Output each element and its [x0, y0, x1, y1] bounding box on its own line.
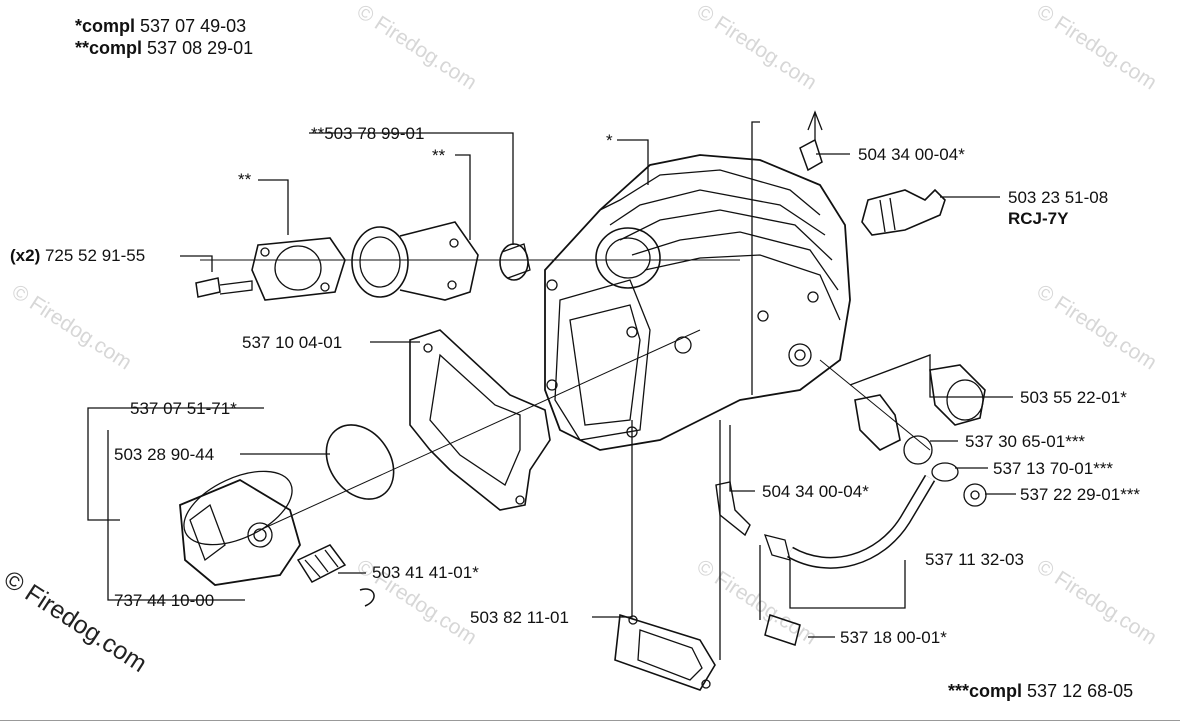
part-label[interactable]: 503 82 11-01 — [470, 608, 569, 627]
part-label[interactable]: 537 11 32-03 — [925, 550, 1024, 569]
compl-number: 537 08 29-01 — [147, 38, 254, 58]
part-label[interactable]: * — [606, 131, 613, 150]
part-label[interactable]: ** — [432, 146, 446, 165]
part-label[interactable]: 537 18 00-01* — [840, 628, 947, 647]
part-label[interactable]: 537 07 51-71* — [130, 399, 237, 418]
part-label[interactable]: 503 41 41-01* — [372, 563, 479, 582]
part-label[interactable]: **503 78 99-01 — [311, 124, 425, 143]
part-label-screw[interactable]: (x2) 725 52 91-55 — [10, 246, 145, 266]
bottom-divider — [0, 720, 1180, 721]
compl-prefix: *compl — [75, 16, 136, 36]
part-label[interactable]: ** — [238, 170, 252, 189]
compl-note-intake: **compl 537 08 29-01 — [75, 37, 253, 59]
compl-prefix: ***compl — [948, 681, 1023, 701]
part-label[interactable]: 537 13 70-01*** — [993, 459, 1114, 478]
part-label[interactable]: 503 55 22-01* — [1020, 388, 1127, 407]
part-label[interactable]: 503 28 90-44 — [114, 445, 215, 464]
spark-plug-type: RCJ-7Y — [1008, 209, 1069, 228]
part-label[interactable]: 537 30 65-01*** — [965, 432, 1086, 451]
compl-number: 537 07 49-03 — [140, 16, 247, 36]
part-label[interactable]: 537 22 29-01*** — [1020, 485, 1141, 504]
part-label[interactable]: 503 23 51-08 — [1008, 188, 1109, 207]
compl-number: 537 12 68-05 — [1027, 681, 1134, 701]
compl-note-cylinder: *compl 537 07 49-03 — [75, 15, 246, 37]
part-number: 725 52 91-55 — [44, 246, 146, 265]
part-label[interactable]: 537 10 04-01 — [242, 333, 343, 352]
part-label[interactable]: 504 34 00-04* — [858, 145, 965, 164]
compl-prefix: **compl — [75, 38, 143, 58]
part-label[interactable]: 737 44 10-00 — [114, 591, 215, 610]
quantity-prefix: (x2) — [10, 246, 41, 265]
part-label[interactable]: 504 34 00-04* — [762, 482, 869, 501]
compl-note-valve: ***compl 537 12 68-05 — [948, 680, 1133, 702]
